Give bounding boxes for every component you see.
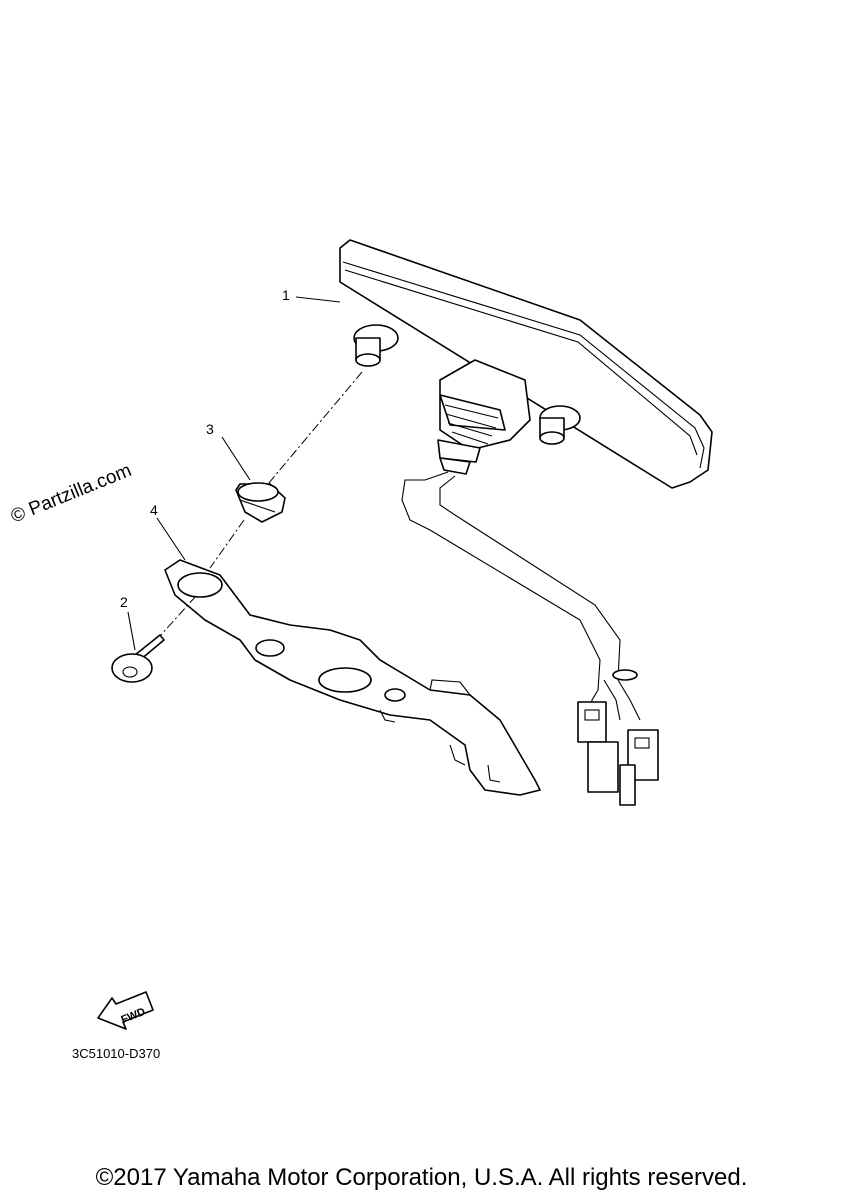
callout-4: 4 [150,502,158,518]
wire-harness [401,471,659,806]
copyright-notice: ©2017 Yamaha Motor Corporation, U.S.A. A… [95,1164,748,1191]
diagram-code: 3C51010-D370 [72,1046,161,1061]
leader-line-2 [127,611,136,651]
leader-line-1 [295,296,341,303]
alignment-line-meter-grommet [267,371,363,485]
screw [111,634,165,683]
alignment-line-grommet-bracket [209,519,245,569]
fwd-arrow-icon: FWD [97,991,154,1030]
bracket [164,559,541,796]
leader-line-4 [156,517,186,561]
callout-3: 3 [206,421,214,437]
grommet [235,482,286,523]
leader-line-3 [221,436,251,481]
callout-1: 1 [282,287,290,303]
meter-assembly [339,239,713,489]
callout-2: 2 [120,594,128,610]
alignment-line-bracket-screw [159,595,197,637]
